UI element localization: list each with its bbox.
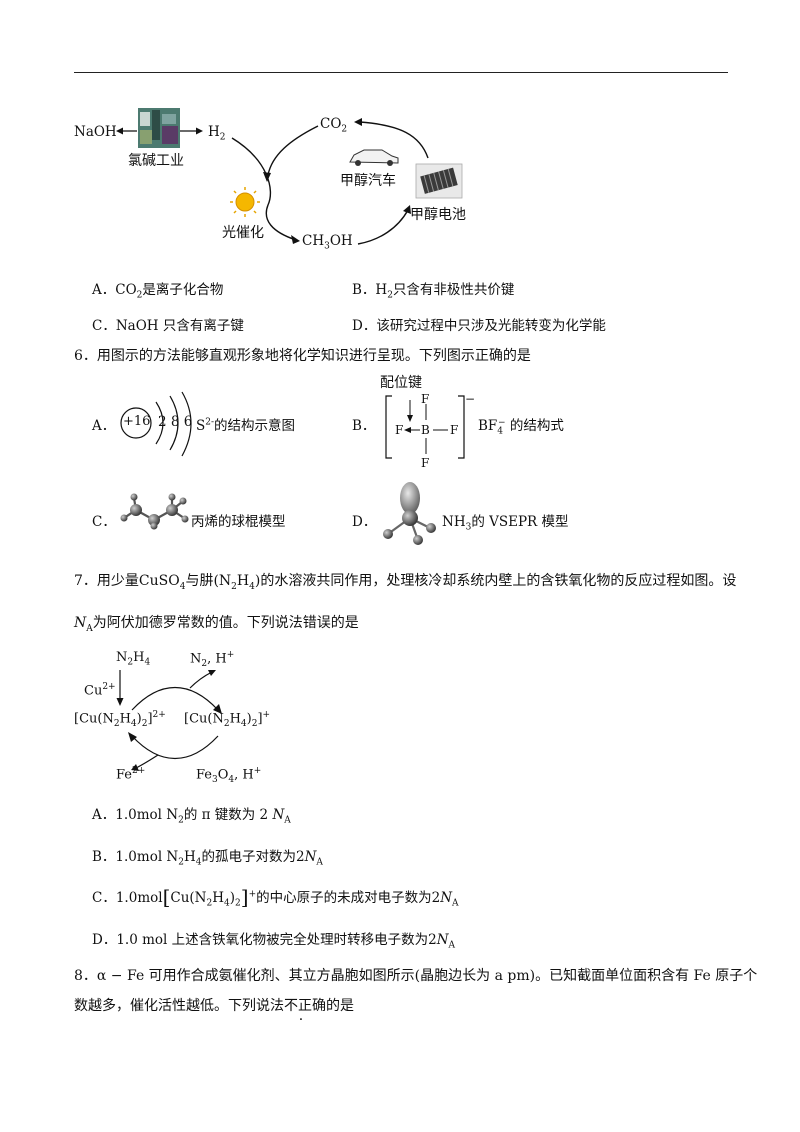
sulfide-structure-diagram (120, 391, 192, 457)
cycle-arrows (116, 108, 463, 245)
sun-icon (230, 187, 260, 217)
q6-option-b-label: B． (352, 418, 376, 434)
electron-shells: 2 8 6 (158, 414, 193, 430)
arrowhead-h2 (196, 127, 203, 135)
methanol-battery-label: 甲醇电池 (410, 207, 466, 223)
chlor-alkali-label: 氯碱工业 (128, 153, 184, 169)
q6-option-b-text: BF4− 的结构式 (478, 417, 564, 437)
q6-option-c-text: 丙烯的球棍模型 (191, 514, 286, 530)
arrow-battery-to-co2 (359, 121, 429, 159)
q6-option-a-text: S2-的结构示意图 (196, 417, 296, 435)
arrow-co2-to-cycle (267, 125, 319, 176)
q7-option-a: A．1.0mol N2的 π 键数为 2 NA (92, 807, 291, 826)
header-rule (74, 72, 728, 73)
q5-option-c: C．NaOH 只含有离子键 (92, 318, 244, 334)
bf4-f-right: F (450, 423, 459, 437)
bf4-f-left: F (395, 423, 404, 437)
q7-stem-line2: NA为阿伏加德罗常数的值。下列说法错误的是 (74, 615, 359, 634)
bf4-f-bottom: F (421, 456, 430, 470)
cycle-n2-h: N2, H+ (190, 650, 235, 669)
bf4-bracket-charge: − (465, 392, 476, 406)
q5-option-a: A．CO2是离子化合物 (92, 282, 224, 301)
cycle-complex-2: [Cu(N2H4)2]+ (184, 710, 271, 729)
bf4-f-top: F (421, 392, 430, 406)
factory-image (138, 108, 180, 148)
q6-option-d-text: NH3的 VSEPR 模型 (442, 514, 569, 533)
q6-option-c-label: C． (92, 514, 116, 530)
battery-image (415, 163, 463, 199)
q7-option-c: C．1.0mol[Cu(N2H4)2]+的中心原子的未成对电子数为2NA (92, 885, 459, 909)
q6-option-a-label: A． (92, 418, 116, 434)
q7-reaction-cycle (116, 670, 222, 771)
q7-option-b: B．1.0mol N2H4的孤电子对数为2NA (92, 849, 323, 868)
cycle-n2h4: N2H4 (116, 650, 151, 668)
methanol-car-label: 甲醇汽车 (340, 173, 396, 189)
q5-option-d: D．该研究过程中只涉及光能转变为化学能 (352, 318, 606, 334)
q6-option-d-label: D． (352, 514, 377, 530)
q7-stem-line1: 7．用少量CuSO4与肼(N2H4)的水溶液共同作用，处理核冷却系统内壁上的含铁… (74, 573, 737, 592)
q8-emphasis: 不正确 (284, 998, 326, 1014)
bf4-b-center: B (421, 423, 430, 437)
h2-label: H2 (208, 124, 226, 143)
cycle-complex-1: [Cu(N2H4)2]2+ (74, 710, 166, 729)
nh3-vsepr-model (383, 482, 436, 545)
cycle-fe2: Fe2+ (116, 766, 146, 783)
cycle-cu: Cu2+ (84, 682, 116, 699)
q8-stem-line2: 数越多，催化活性越低。下列说法不正确的是 (74, 995, 354, 1015)
coordination-bond-label: 配位键 (380, 375, 422, 391)
photocatalysis-label: 光催化 (222, 225, 264, 241)
naoh-label: NaOH (74, 124, 117, 140)
q5-option-b: B．H2只含有非极性共价键 (352, 282, 515, 301)
methanol-label: CH3OH (302, 233, 353, 252)
q7-option-d: D．1.0 mol 上述含铁氧化物被完全处理时转移电子数为2NA (92, 932, 456, 951)
car-icon (349, 149, 399, 166)
q6-stem: 6．用图示的方法能够直观形象地将化学知识进行呈现。下列图示正确的是 (74, 348, 531, 364)
nucleus-charge: +16 (123, 414, 151, 429)
arrow-methanol-to-battery (357, 209, 409, 245)
propene-ball-stick-model (120, 493, 189, 530)
cycle-fe3o4: Fe3O4, H+ (196, 766, 262, 785)
arrow-h2-to-methanol (231, 137, 297, 241)
arrowhead-naoh (116, 127, 123, 135)
bf4-structure (385, 395, 465, 459)
co2-label: CO2 (320, 116, 348, 135)
q8-stem-line1: 8．α − Fe 可用作合成氨催化剂、其立方晶胞如图所示(晶胞边长为 a pm)… (74, 968, 758, 984)
